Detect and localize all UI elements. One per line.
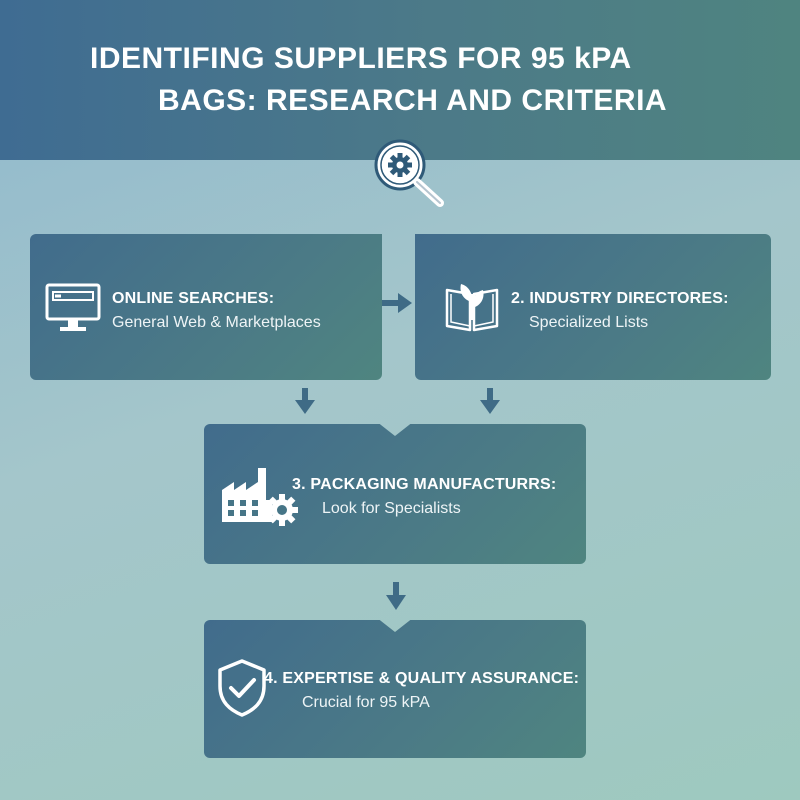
shield-check-icon — [218, 659, 266, 717]
factory-gear-icon — [222, 468, 298, 526]
title-line-1: IDENTIFING SUPPLIERS FOR 95 kPA — [90, 42, 632, 75]
arrow-right-icon — [382, 293, 412, 313]
step-expertise-quality: 4. EXPERTISE & QUALITY ASSURANCE: Crucia… — [204, 620, 586, 758]
arrow-down-icon — [295, 388, 315, 414]
step-detail: General Web & Marketplaces — [112, 314, 321, 331]
step-heading: 3. PACKAGING MANUFACTURRS: — [292, 476, 557, 493]
computer-monitor-icon — [45, 283, 101, 331]
header-banner — [0, 0, 800, 160]
step-detail: Look for Specialists — [322, 500, 461, 517]
step-heading: ONLINE SEARCHES: — [112, 290, 275, 307]
open-book-leaf-icon — [445, 284, 499, 332]
title-line-2: BAGS: RESEARCH AND CRITERIA — [158, 84, 668, 117]
step-detail: Specialized Lists — [529, 314, 649, 331]
step-heading: 2. INDUSTRY DIRECTORES: — [511, 290, 729, 307]
arrow-down-icon — [480, 388, 500, 414]
step-heading: 4. EXPERTISE & QUALITY ASSURANCE: — [264, 670, 580, 687]
step-detail: Crucial for 95 kPA — [302, 694, 430, 711]
arrow-down-icon — [386, 582, 406, 610]
step-online-searches: ONLINE SEARCHES: General Web & Marketpla… — [30, 234, 382, 380]
step-packaging-manufacturers: 3. PACKAGING MANUFACTURRS: Look for Spec… — [204, 424, 586, 564]
search-gear-icon — [374, 139, 444, 207]
step-industry-directories: 2. INDUSTRY DIRECTORES: Specialized List… — [415, 234, 771, 380]
